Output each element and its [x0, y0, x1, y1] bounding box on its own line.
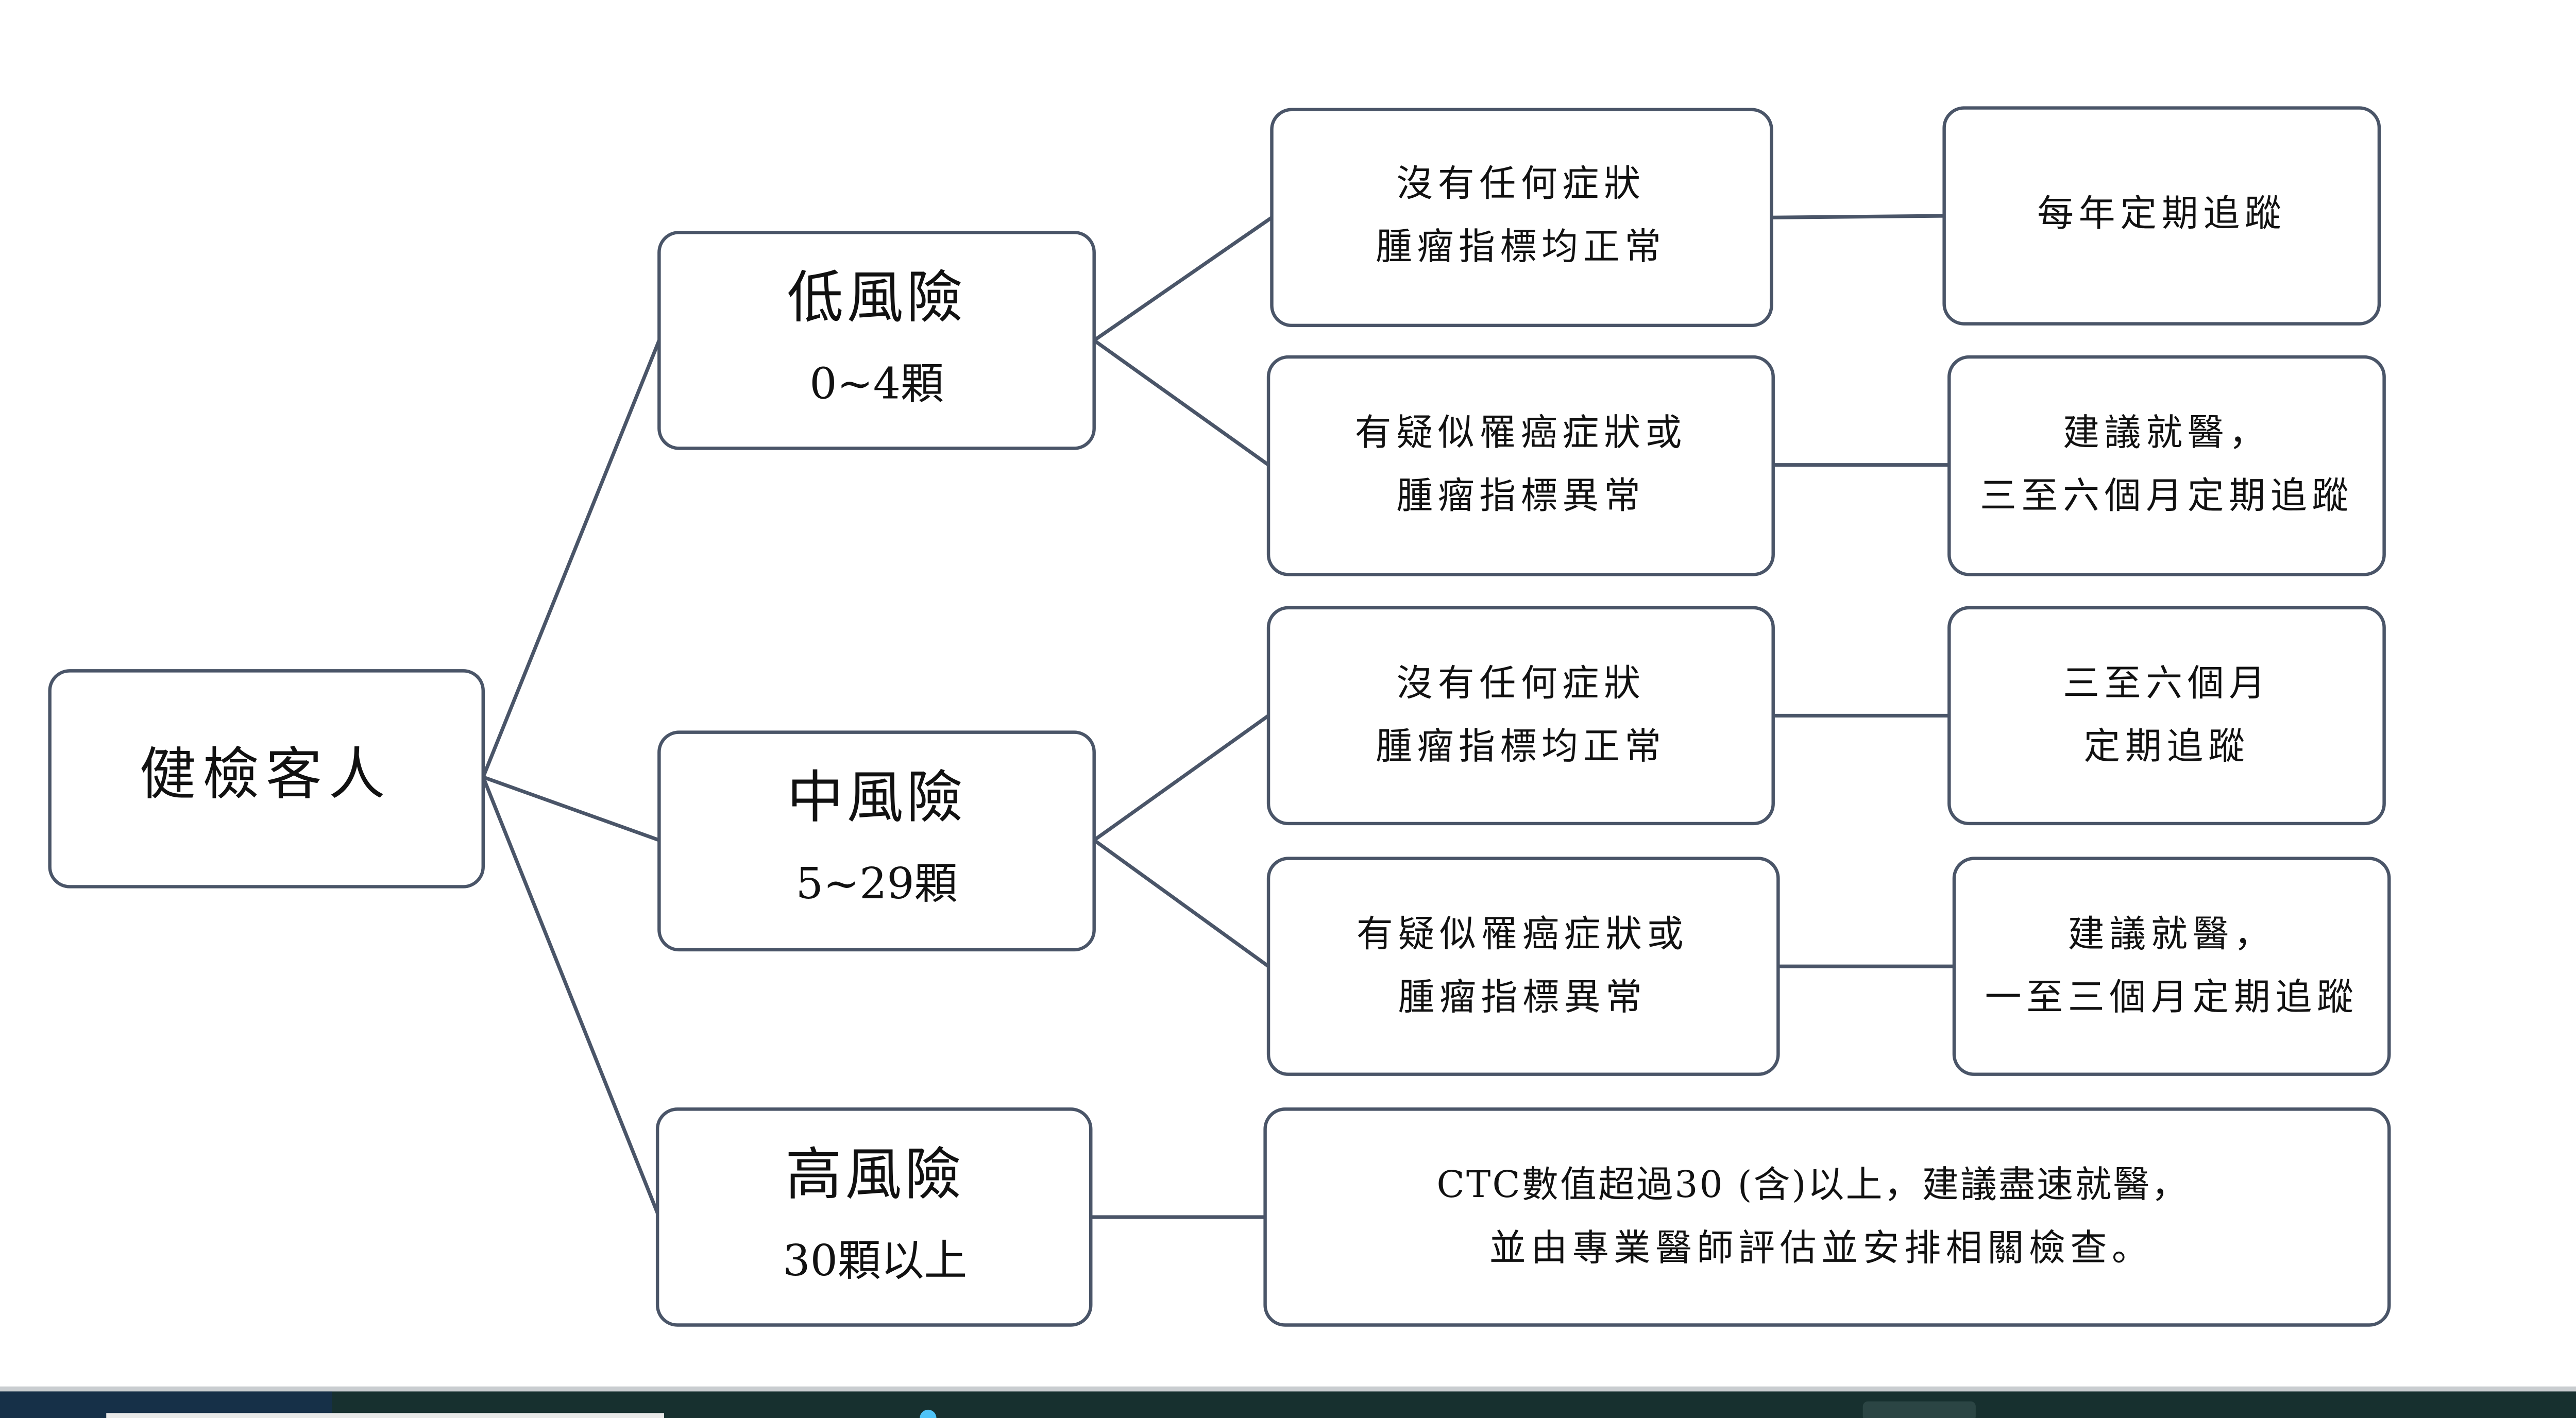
condition-low-normal: 沒有任何症狀 腫瘤指標均正常 [1270, 108, 1773, 328]
taskbar-app-icon[interactable] [920, 1409, 937, 1418]
condition-low-abnormal: 有疑似罹癌症狀或 腫瘤指標異常 [1266, 355, 1775, 576]
taskbar [0, 1386, 2576, 1418]
node-text: 三至六個月 [2063, 662, 2270, 705]
mid-risk-node: 中風險 5~29顆 [657, 730, 1096, 952]
node-text: 中風險 [787, 764, 967, 830]
connectors [481, 214, 1954, 1219]
action-low-abnormal: 建議就醫， 三至六個月定期追蹤 [1947, 355, 2386, 576]
node-text: 5~29顆 [796, 858, 958, 909]
action-mid-abnormal: 建議就醫， 一至三個月定期追蹤 [1952, 857, 2391, 1076]
node-text: 一至三個月定期追蹤 [1985, 976, 2359, 1018]
node-text: 並由專業醫師評估並安排相關檢查。 [1489, 1226, 2154, 1269]
node-text: 每年定期追蹤 [2037, 192, 2286, 234]
node-text: 腫瘤指標均正常 [1376, 225, 1666, 268]
node-text: 有疑似罹癌症狀或 [1355, 411, 1687, 454]
high-risk-node: 高風險 30顆以上 [655, 1107, 1093, 1327]
condition-high: CTC數值超過30 (含)以上，建議盡速就醫， 並由專業醫師評估並安排相關檢查。 [1263, 1107, 2391, 1327]
node-text: 高風險 [785, 1141, 964, 1207]
node-text: 沒有任何症狀 [1396, 662, 1645, 705]
root-node: 健檢客人 [48, 669, 485, 889]
condition-mid-normal: 沒有任何症狀 腫瘤指標均正常 [1266, 606, 1775, 826]
action-low-normal: 每年定期追蹤 [1942, 106, 2381, 326]
low-risk-node: 低風險 0~4顆 [657, 231, 1096, 450]
node-text: 0~4顆 [809, 358, 944, 409]
node-text: 低風險 [787, 265, 967, 331]
node-text: 建議就醫， [2068, 912, 2276, 955]
node-text: 腫瘤指標異常 [1398, 976, 1647, 1018]
taskbar-search-box[interactable] [106, 1413, 665, 1418]
node-text: 定期追蹤 [2083, 725, 2249, 767]
node-text: 30顆以上 [783, 1235, 967, 1286]
action-mid-normal: 三至六個月 定期追蹤 [1947, 606, 2386, 826]
condition-mid-abnormal: 有疑似罹癌症狀或 腫瘤指標異常 [1266, 857, 1780, 1076]
taskbar-active-app[interactable] [1862, 1401, 1976, 1418]
node-text: 三至六個月定期追蹤 [1980, 474, 2353, 517]
node-text: 建議就醫， [2063, 411, 2270, 454]
node-text: 健檢客人 [140, 741, 392, 807]
node-text: 沒有任何症狀 [1396, 162, 1645, 204]
node-text: CTC數值超過30 (含)以上，建議盡速就醫， [1437, 1163, 2190, 1206]
node-text: 有疑似罹癌症狀或 [1357, 912, 1688, 955]
node-text: 腫瘤指標均正常 [1376, 725, 1666, 767]
node-text: 腫瘤指標異常 [1396, 474, 1645, 517]
